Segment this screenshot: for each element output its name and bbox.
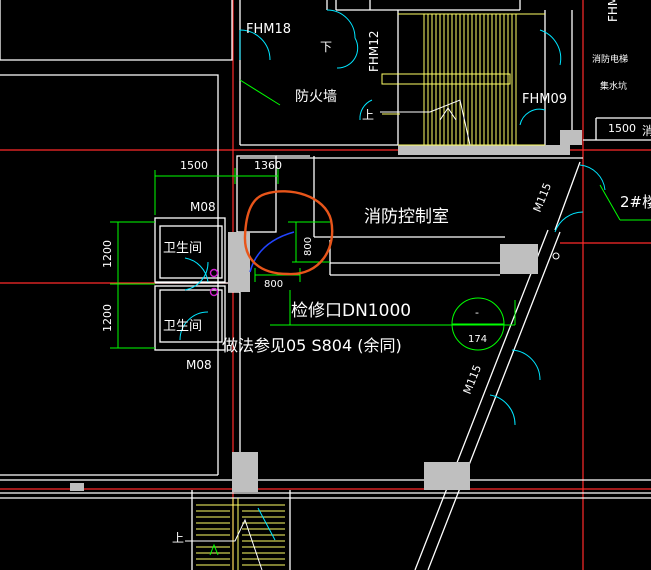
fire-wall-label: 防火墙: [295, 89, 337, 105]
dim-800-horizontal: 800: [264, 279, 283, 290]
pipe-markers: [209, 268, 219, 297]
stair-down-label: 下: [320, 40, 332, 54]
pump-room-label-1: 消防电梯: [592, 53, 628, 65]
callout-dash: -: [475, 306, 479, 319]
dimension-lines: [110, 79, 651, 349]
lower-stair: [196, 498, 285, 570]
dim-1360: 1360: [254, 159, 282, 172]
dim-1500-left: 1500: [180, 159, 208, 172]
dim-800-vertical: 800: [303, 237, 314, 256]
stair-no2-label: 2#楼: [620, 193, 651, 211]
upper-stair-arrows: [380, 99, 471, 146]
upper-stair: [381, 13, 545, 146]
access-hole-label: 检修口DN1000: [291, 301, 411, 321]
door-swings: [179, 9, 606, 541]
dim-1500-top-right: 1500: [608, 122, 636, 135]
toilet-top-label: 卫生间: [163, 241, 202, 256]
column-blocks: [70, 130, 582, 492]
room-edge-char: 消: [642, 124, 651, 138]
toilet-bottom-label: 卫生间: [163, 319, 202, 334]
dim-1200-top: 1200: [101, 240, 114, 268]
labels: FHM18 下 防火墙 上 FHM09 消防电梯 集水坑 1500 消 1500…: [163, 22, 651, 545]
door-label-fhm12: FHM12: [367, 30, 381, 72]
door-label-fhm-right: FHM: [606, 0, 620, 22]
door-label-m08-top: M08: [190, 200, 216, 214]
lower-stair-arrow: [185, 518, 263, 570]
wall-node-marker: [552, 252, 560, 260]
reference-note: 做法参见05 S804 (余同): [222, 336, 402, 355]
annotation-circle: [243, 190, 334, 276]
door-label-fhm09: FHM09: [522, 92, 567, 107]
door-label-m08-bottom: M08: [186, 358, 212, 372]
section-callout: [451, 297, 505, 351]
fire-control-room-label: 消防控制室: [364, 207, 449, 227]
pump-room-label-2: 集水坑: [600, 80, 627, 92]
pipe-riser: [249, 231, 295, 273]
door-label-fhm18: FHM18: [246, 22, 291, 37]
dim-1200-bottom: 1200: [101, 304, 114, 332]
callout-number: 174: [468, 334, 487, 345]
stair-up-label: 上: [362, 108, 374, 122]
stair-up-lower-label: 上: [172, 531, 184, 545]
